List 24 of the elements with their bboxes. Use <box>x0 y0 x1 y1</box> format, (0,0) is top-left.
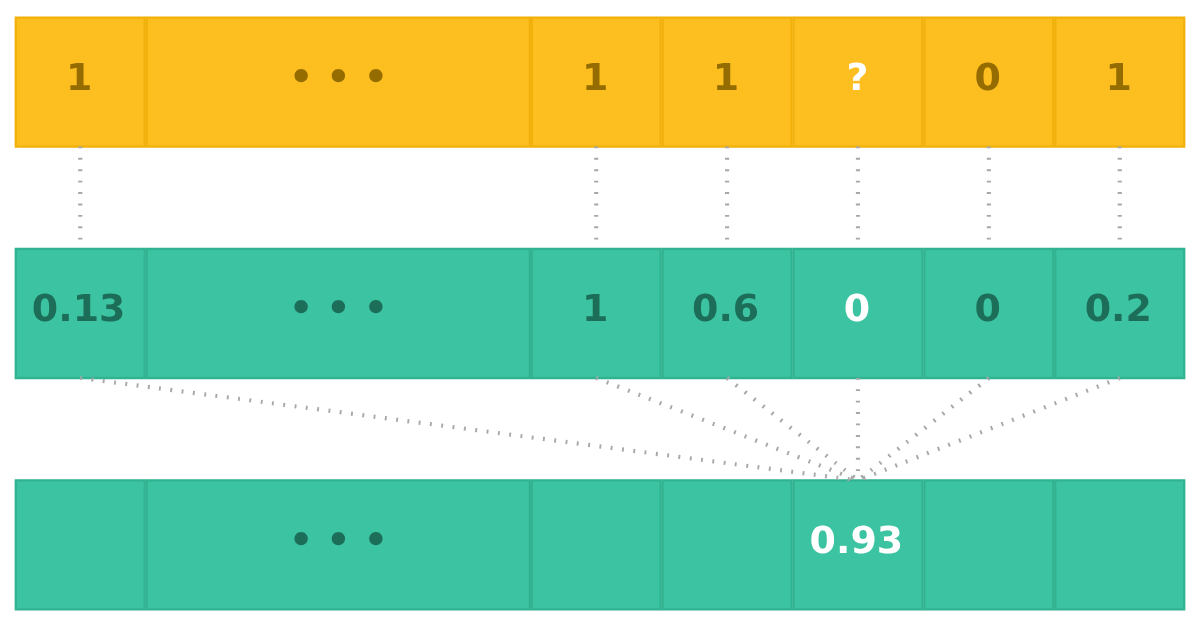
node-box <box>661 479 793 611</box>
node-box: 0 <box>923 16 1055 148</box>
node-box <box>1054 479 1186 611</box>
connector <box>857 376 1121 483</box>
node-box <box>14 479 146 611</box>
connector <box>80 375 859 483</box>
node-box: 1 <box>530 247 662 380</box>
node-box: 1 <box>661 16 793 148</box>
node-box <box>923 479 1055 611</box>
node-box: • • • <box>145 479 531 611</box>
node-box <box>530 479 662 611</box>
node-box: 1 <box>14 16 146 148</box>
node-box: ? <box>792 16 924 148</box>
node-box: • • • <box>145 247 531 380</box>
node-box: 0.2 <box>1054 247 1186 380</box>
node-box: 1 <box>1054 16 1186 148</box>
connector <box>595 376 859 483</box>
node-box: • • • <box>145 16 531 148</box>
node-box: 0 <box>923 247 1055 380</box>
node-box: 0.6 <box>661 247 793 380</box>
node-box: 0.93 <box>792 479 924 611</box>
node-box: 0 <box>792 247 924 380</box>
node-box: 1 <box>530 16 662 148</box>
node-box: 0.13 <box>14 247 146 380</box>
